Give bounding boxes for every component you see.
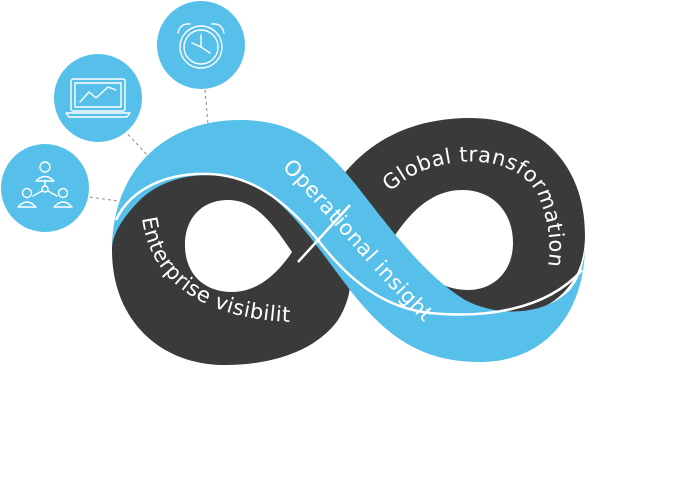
connector-laptop <box>123 129 151 159</box>
users-network-icon <box>1 144 89 232</box>
connectors <box>89 89 209 203</box>
alarm-clock-icon <box>157 1 245 89</box>
connector-clock <box>204 89 209 125</box>
blue-ribbon <box>112 120 585 362</box>
ribbon-edge-lower <box>114 172 583 316</box>
connector-users <box>89 196 125 203</box>
ribbon-edge-cross <box>297 204 351 263</box>
laptop-chart-icon <box>54 54 142 142</box>
